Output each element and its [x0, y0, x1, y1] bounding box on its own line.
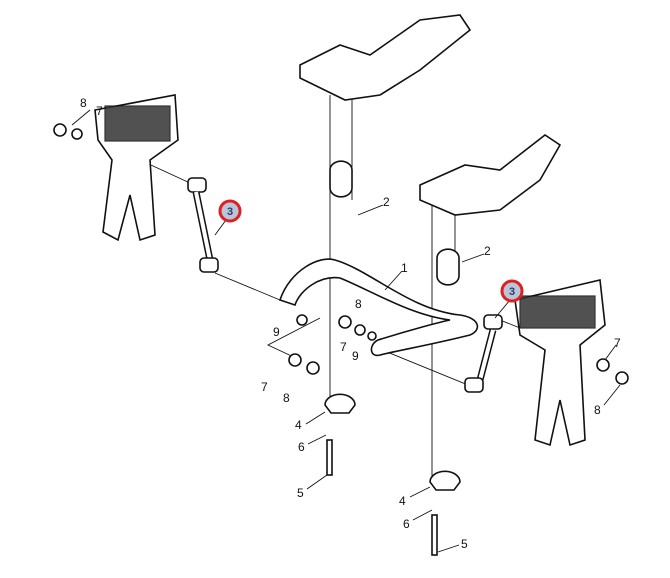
left-stabilizer-link: [187, 177, 219, 273]
left-mount-bracket: [94, 94, 179, 242]
callout-4: 4: [295, 418, 302, 432]
highlighted-callout-3[interactable]: 3: [218, 199, 242, 223]
callout-1: 1: [401, 261, 408, 275]
callout-5: 5: [461, 537, 468, 551]
nut-icon: [596, 358, 610, 372]
nut-icon: [71, 128, 83, 140]
left-bolt: [326, 439, 333, 476]
callout-7: 7: [340, 340, 347, 354]
right-frame-mount: [419, 134, 562, 286]
right-mount-bracket: [514, 279, 606, 447]
callout-2: 2: [383, 195, 390, 209]
callout-6: 6: [403, 517, 410, 531]
highlighted-callout-3[interactable]: 3: [500, 279, 524, 303]
guide-lines: [139, 95, 521, 480]
callout-8: 8: [80, 96, 87, 110]
stabilizer-bar: [278, 258, 479, 357]
callout-8: 8: [355, 297, 362, 311]
upper-frame-mount: [299, 14, 472, 198]
callout-2: 2: [484, 244, 491, 258]
callout-9: 9: [352, 349, 359, 363]
callout-5: 5: [297, 486, 304, 500]
callout-9: 9: [273, 325, 280, 339]
callout-7: 7: [614, 336, 621, 350]
svg-text:3: 3: [509, 286, 515, 298]
svg-text:3: 3: [227, 206, 233, 218]
callout-8: 8: [283, 391, 290, 405]
left-clamp: [324, 393, 356, 414]
nut-icon: [615, 371, 629, 385]
right-bolt: [431, 514, 438, 556]
callout-7: 7: [96, 104, 103, 118]
right-stabilizer-link: [464, 314, 503, 393]
callout-6: 6: [298, 440, 305, 454]
leader-lines: [71, 109, 621, 553]
right-clamp: [429, 470, 461, 491]
nut-icon: [53, 123, 67, 137]
callout-8: 8: [594, 403, 601, 417]
callout-7: 7: [261, 380, 268, 394]
callout-4: 4: [399, 494, 406, 508]
